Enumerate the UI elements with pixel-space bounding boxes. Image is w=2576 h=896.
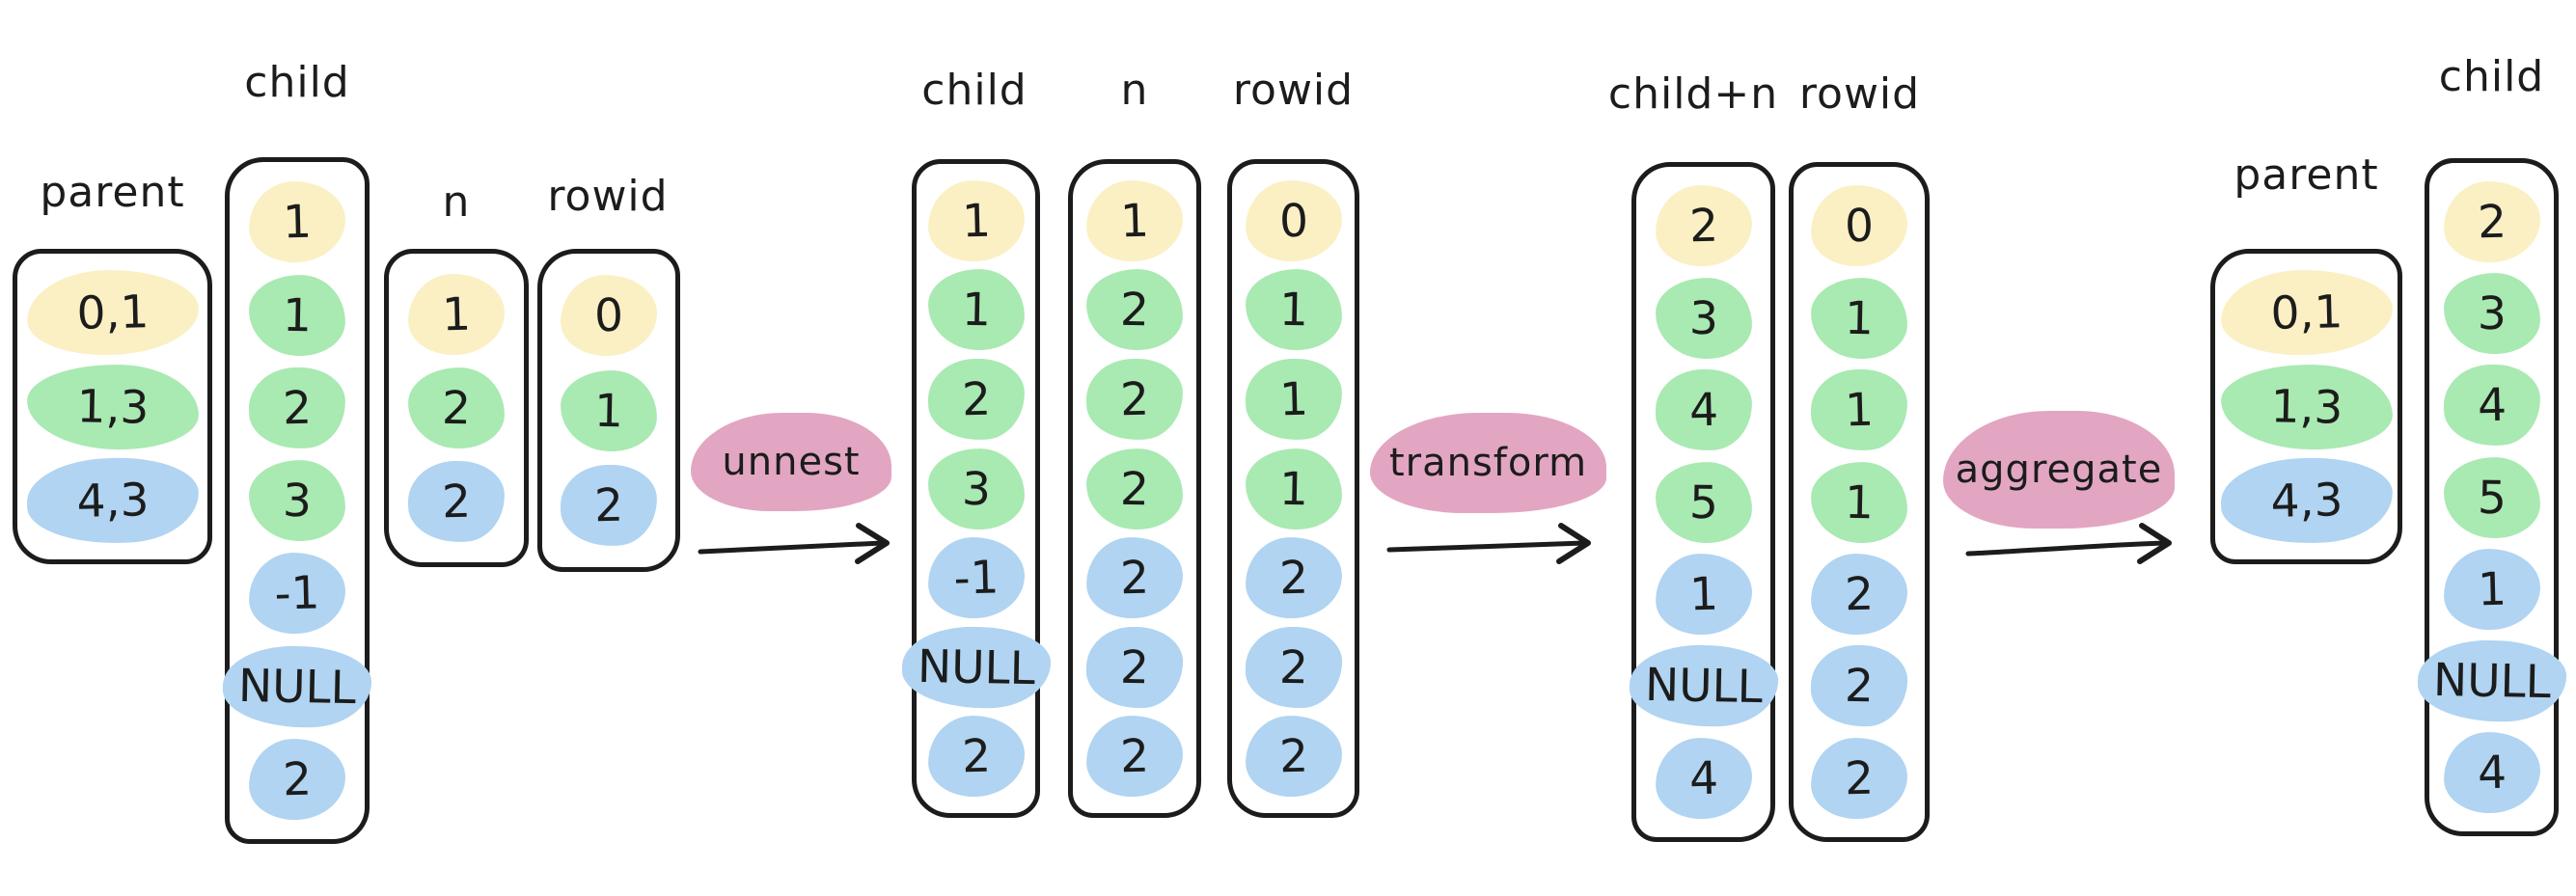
value-cell: 2: [1809, 552, 1909, 637]
value-cell: 2: [1244, 535, 1343, 620]
value-cell: 3: [926, 447, 1026, 530]
value-cell: 2: [247, 366, 347, 449]
value-cell: 1: [1810, 460, 1908, 544]
value-cell: 4: [1654, 367, 1753, 452]
value-cell: NULL: [1628, 643, 1779, 728]
value-cell: 1: [2442, 547, 2541, 631]
column-label-rowid: rowid: [547, 172, 669, 221]
value-cell: 2: [1085, 447, 1184, 530]
right-arrow-icon: [698, 523, 890, 564]
value-cell: 2: [1244, 715, 1343, 799]
column-label-child-plus-n: child+n: [1607, 69, 1779, 119]
operation-transform-label: transform: [1370, 401, 1606, 523]
value-cell: 0: [1809, 184, 1909, 268]
value-cell: 2: [926, 357, 1026, 442]
value-cell: NULL: [900, 625, 1052, 710]
column-label-child: child: [921, 66, 1028, 115]
value-cell: 4: [1654, 736, 1753, 820]
value-cell: 3: [248, 459, 346, 542]
table-column-n: 1 2 2: [384, 249, 529, 567]
value-cell: NULL: [2416, 638, 2567, 723]
table-column-rowid: 0 1 2: [537, 249, 680, 572]
operation-unnest-label: unnest: [691, 401, 891, 521]
value-cell: 1: [926, 268, 1026, 352]
value-cell: 0,1: [2219, 268, 2394, 358]
value-cell: 1: [1244, 447, 1343, 530]
value-cell: 5: [1654, 460, 1753, 544]
right-arrow-icon: [1965, 523, 2172, 564]
column-label-parent: parent: [2233, 150, 2379, 200]
right-arrow-icon: [1386, 523, 1591, 564]
column-label-child: child: [244, 58, 350, 107]
value-cell: 1: [247, 180, 347, 264]
value-cell: 2: [1809, 736, 1909, 820]
column-label-n: n: [442, 177, 471, 227]
value-cell: 2: [1810, 644, 1908, 728]
value-cell: 4,3: [25, 455, 200, 545]
value-cell: 2: [559, 463, 659, 547]
value-cell: 2: [1085, 625, 1184, 709]
column-label-child: child: [2438, 52, 2545, 101]
value-cell: 1: [1810, 276, 1908, 360]
value-cell: 1: [1244, 268, 1343, 352]
value-cell: 1: [560, 368, 658, 452]
value-cell: 1: [1084, 178, 1185, 262]
value-cell: -1: [926, 535, 1026, 620]
value-cell: 4: [2442, 364, 2541, 448]
column-label-parent: parent: [40, 168, 185, 217]
value-cell: 0: [1244, 178, 1343, 262]
value-cell: NULL: [222, 644, 372, 728]
value-cell: 2: [406, 459, 507, 544]
column-label-rowid: rowid: [1232, 66, 1355, 115]
value-cell: 3: [1654, 276, 1753, 360]
value-cell: 2: [926, 715, 1026, 799]
value-cell: 2: [1085, 268, 1184, 352]
value-cell: 1: [406, 272, 507, 357]
value-cell: 2: [1654, 184, 1753, 268]
value-cell: 0: [559, 274, 659, 358]
value-cell: 5: [2442, 455, 2541, 539]
value-cell: -1: [247, 552, 347, 636]
column-label-n: n: [1120, 66, 1149, 115]
value-cell: 0,1: [25, 268, 200, 358]
value-cell: 1: [1809, 367, 1909, 452]
column-label-rowid: rowid: [1798, 69, 1921, 119]
value-cell: 2: [407, 367, 506, 449]
value-cell: 2: [1244, 625, 1343, 709]
value-cell: 1,3: [25, 362, 200, 451]
operation-aggregate-label: aggregate: [1943, 399, 2175, 538]
value-cell: 1: [1654, 552, 1753, 637]
value-cell: 4,3: [2219, 455, 2394, 545]
value-cell: 3: [2442, 272, 2541, 356]
value-cell: 2: [247, 737, 347, 821]
value-cell: 2: [1084, 715, 1185, 799]
value-cell: 1: [926, 178, 1026, 262]
value-cell: 1: [248, 273, 346, 357]
value-cell: 1: [1244, 357, 1343, 442]
value-cell: 2: [1084, 357, 1185, 442]
value-cell: 4: [2442, 730, 2541, 815]
value-cell: 1,3: [2219, 362, 2394, 451]
value-cell: 2: [1084, 535, 1185, 620]
value-cell: 2: [2442, 179, 2541, 264]
